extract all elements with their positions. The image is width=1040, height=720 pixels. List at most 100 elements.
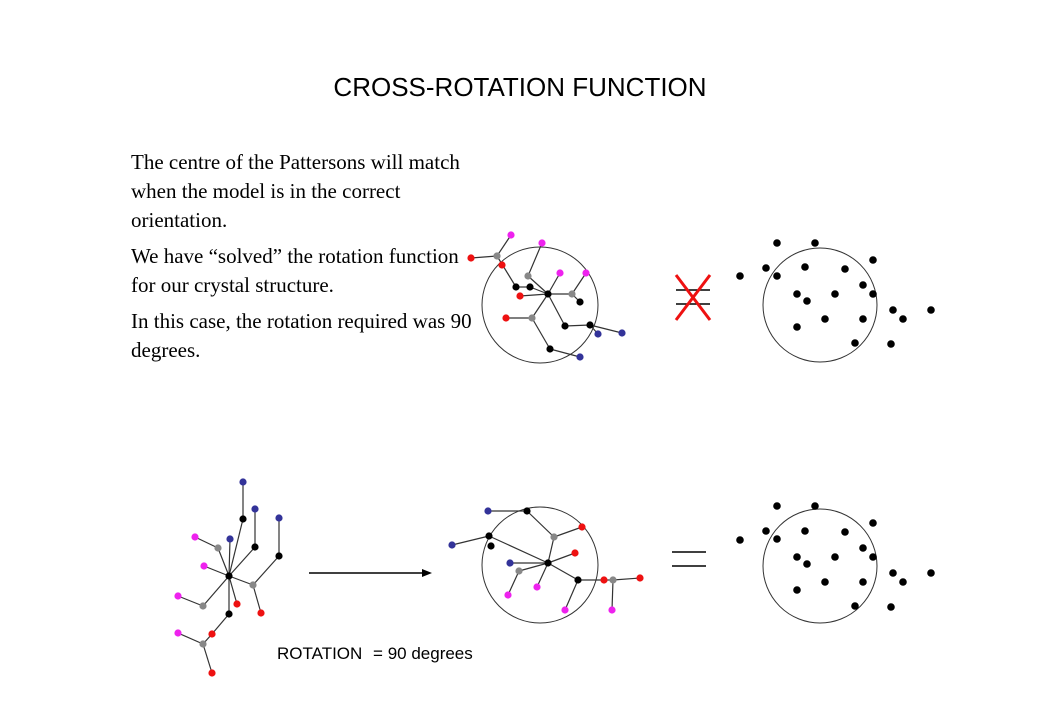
patterson-peak [859,544,867,552]
patterson-peak [927,306,935,314]
atom-dot [191,533,199,541]
observed-patterson-bottom [736,502,935,624]
bond-line [531,293,549,319]
atom-dot [594,330,602,338]
bond-line [194,536,219,549]
atom-dot [239,478,247,486]
patterson-peak [811,239,819,247]
rotation-word: ROTATION [277,644,363,663]
atom-dot [576,353,584,361]
patterson-peak [899,315,907,323]
page-title: CROSS-ROTATION FUNCTION [333,72,707,102]
atom-dot [498,261,506,269]
atom-dot [571,549,579,557]
patterson-peak [736,536,744,544]
atom-dot [208,630,216,638]
atom-dot [275,514,283,522]
atom-dot [226,535,234,543]
patterson-peak [859,578,867,586]
atom-dot [538,239,546,247]
paragraph-rotation-required: In this case, the rotation required was … [131,309,472,362]
bond-line [228,538,231,577]
model-patterson-rotated [448,506,644,624]
atom-dot [214,544,222,552]
bond-line [507,570,520,596]
rotation-arrow [309,569,432,577]
patterson-peak [887,603,895,611]
atom-dot [528,314,536,322]
atom-dot [550,533,558,541]
patterson-peak [762,527,770,535]
bond-line [553,526,583,538]
patterson-peak [736,272,744,280]
atom-dot [251,505,259,513]
bond-line [547,562,579,581]
bond-line [519,293,549,297]
atom-dot [574,576,582,584]
atom-dot [225,572,233,580]
atom-dot [504,591,512,599]
bond-line [252,555,280,586]
patterson-peak [887,340,895,348]
atom-dot [249,581,257,589]
atom-dot [609,576,617,584]
atom-dot [556,269,564,277]
patterson-peak [841,528,849,536]
atom-dot [586,321,594,329]
patterson-circle [762,247,878,363]
rotation-value: = 90 degrees [373,644,473,663]
patterson-peak [831,553,839,561]
bond-line [549,348,581,358]
atom-dot [618,329,626,337]
bond-line [228,518,244,577]
patterson-circle [481,506,599,624]
atom-dot [448,541,456,549]
atom-dot [225,610,233,618]
not-equal-sign [674,274,712,321]
patterson-peak [801,263,809,271]
paragraph-pattersons-centre: The centre of the Pattersons will match … [131,150,460,232]
patterson-peak [869,290,877,298]
atom-dot [174,629,182,637]
bond-line [611,579,614,611]
atom-dot [600,576,608,584]
bond-line [571,272,587,295]
atom-dot [546,345,554,353]
bond-line [547,552,576,564]
patterson-peak [793,290,801,298]
atom-dot [524,272,532,280]
bond-line [211,613,230,635]
patterson-peak [803,560,811,568]
bond-line [518,562,549,572]
bond-line [527,275,549,295]
bond-line [252,584,262,614]
patterson-peak [793,586,801,594]
bond-line [228,575,238,605]
atom-dot [561,606,569,614]
bond-line [228,575,254,586]
atom-dot [561,322,569,330]
patterson-peak [762,264,770,272]
equal-sign [672,551,706,567]
patterson-peak [889,569,897,577]
patterson-peak [841,265,849,273]
patterson-peak [859,281,867,289]
patterson-peak [869,553,877,561]
patterson-peak [889,306,897,314]
atom-dot [199,602,207,610]
patterson-peak [793,323,801,331]
atom-dot [485,532,493,540]
atom-dot [533,583,541,591]
atom-dot [233,600,241,608]
patterson-peak [773,272,781,280]
patterson-peak [801,527,809,535]
bond-line [564,579,579,611]
atom-dot [582,269,590,277]
bond-line [202,643,213,674]
patterson-peak [851,339,859,347]
bond-line [228,546,256,577]
patterson-peak [773,502,781,510]
atom-dot [493,252,501,260]
atom-dot [544,290,552,298]
patterson-peak [851,602,859,610]
